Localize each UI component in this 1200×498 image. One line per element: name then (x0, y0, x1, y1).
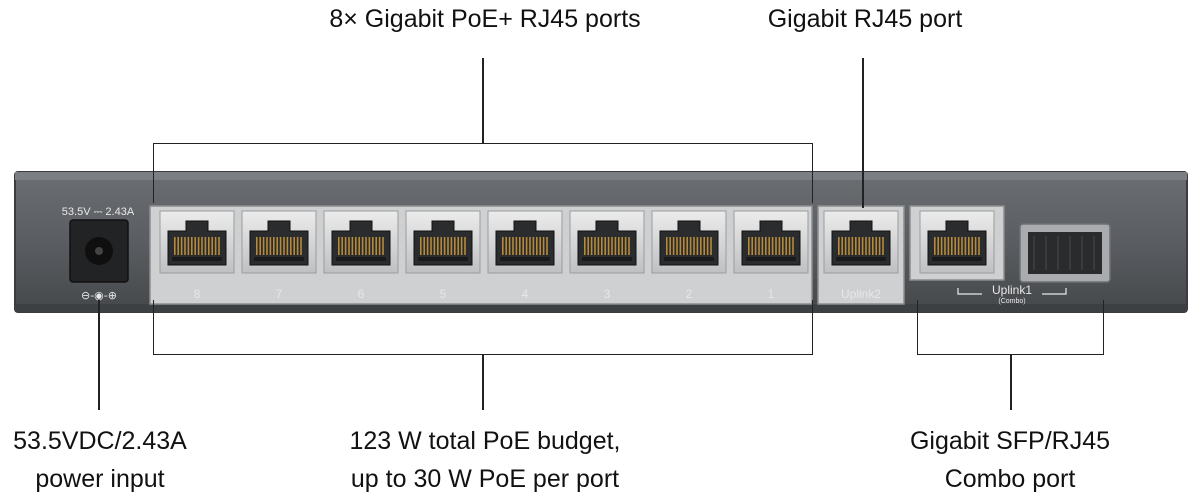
poe-port-7 (241, 210, 317, 274)
poe-ports-callout: 8× Gigabit PoE+ RJ45 ports (300, 0, 670, 38)
poe-budget-leader (482, 354, 484, 410)
poe-port-2 (651, 210, 727, 274)
poe-ports-leader (482, 58, 484, 144)
poe-port-8 (159, 210, 235, 274)
port-number-label: 7 (276, 287, 283, 301)
combo-port-line2: Combo port (944, 465, 1076, 493)
poe-port-4 (487, 210, 563, 274)
chassis-bottom-edge (15, 304, 1187, 312)
power-rating: 53.5V ⎓ 2.43A (62, 206, 135, 218)
uplink1-combo-port: Uplink1(Combo) (909, 205, 1111, 305)
poe-port-group: 8 7 6 5 4 3 2 1 (149, 205, 813, 305)
uplink2-port: Uplink2 (817, 205, 905, 305)
poe-port-1 (733, 210, 809, 274)
poe-budget-line1: 123 W total PoE budget, (349, 427, 621, 455)
port-number-label: 3 (604, 287, 611, 301)
port-number-label: 5 (440, 287, 447, 301)
polarity-symbol: ⊖-◉-⊕ (81, 289, 117, 302)
power-input-line2: power input (35, 465, 165, 493)
uplink2-jack (823, 210, 899, 274)
rj45-port-leader (862, 58, 864, 208)
poe-budget-bracket (153, 300, 813, 355)
poe-budget-line2: up to 30 W PoE per port (350, 465, 620, 493)
combo-port-callout: Gigabit SFP/RJ45 Combo port (890, 422, 1130, 498)
uplink1-sublabel: (Combo) (998, 298, 1025, 305)
combo-port-leader (1010, 354, 1012, 410)
power-input-leader (98, 300, 100, 410)
power-input-line1: 53.5VDC/2.43A (13, 427, 187, 455)
port-number-label: 4 (522, 287, 529, 301)
rj45-port-label: Gigabit RJ45 port (767, 5, 963, 33)
combo-port-bracket (917, 300, 1104, 355)
uplink2-label: Uplink2 (841, 287, 881, 301)
poe-port-5 (405, 210, 481, 274)
port-number-label: 8 (194, 287, 201, 301)
poe-budget-callout: 123 W total PoE budget, up to 30 W PoE p… (325, 422, 645, 498)
port-number-label: 6 (358, 287, 365, 301)
poe-ports-top-bracket (153, 143, 813, 203)
chassis-top-edge (15, 172, 1187, 180)
sfp-slot (1019, 223, 1111, 283)
power-input-callout: 53.5VDC/2.43A power input (0, 422, 200, 498)
port-number-label: 1 (768, 287, 775, 301)
uplink1-label: Uplink1 (992, 283, 1032, 297)
uplink1-rj45-jack (919, 210, 995, 274)
rj45-port-callout: Gigabit RJ45 port (735, 0, 995, 38)
poe-port-6 (323, 210, 399, 274)
poe-port-3 (569, 210, 645, 274)
combo-port-line1: Gigabit SFP/RJ45 (909, 427, 1111, 455)
poe-ports-label: 8× Gigabit PoE+ RJ45 ports (329, 5, 641, 33)
port-number-label: 2 (686, 287, 693, 301)
